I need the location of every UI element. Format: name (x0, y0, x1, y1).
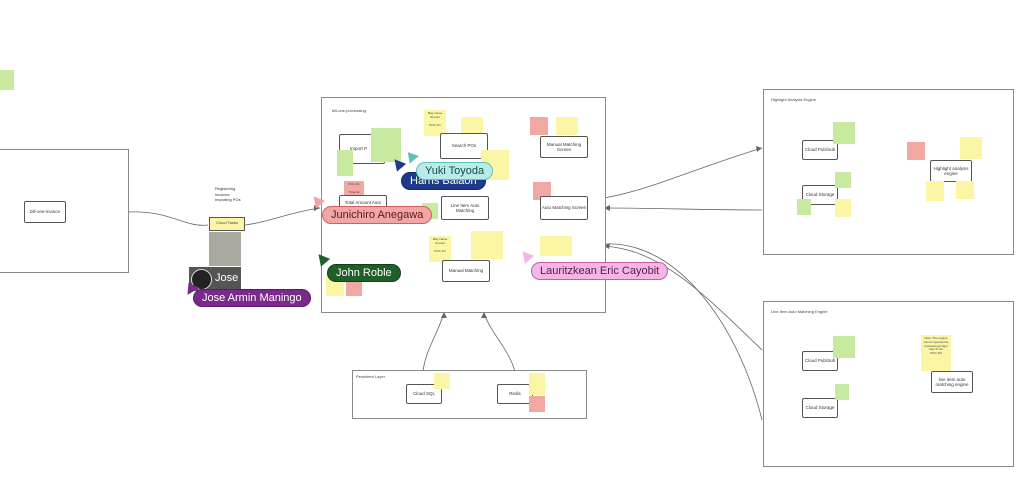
cursor-label-john-roble: John Roble (327, 264, 401, 282)
sticky-note[interactable] (461, 117, 483, 133)
sticky-text: POC 2/1 (434, 248, 446, 253)
sticky-note[interactable] (835, 384, 849, 400)
sticky-text: Note: The engine cannot operate the proc… (923, 336, 949, 352)
sticky-note[interactable] (797, 199, 811, 215)
frame-title: Line Item Auto Matching Engine (771, 309, 828, 314)
frame-title: Persistent Layer (356, 374, 385, 379)
sticky-note[interactable] (471, 231, 503, 259)
sticky-note[interactable] (533, 182, 551, 200)
cloud-sql-box[interactable]: Cloud SQL (406, 384, 442, 404)
manual-matching-screen-box[interactable]: Manual Matching Screen (540, 136, 588, 158)
cloud-pubsub-box[interactable]: Cloud Pub/Sub (802, 351, 838, 371)
frame-title: bill-one-purchasing (332, 108, 366, 113)
sticky-note[interactable] (337, 164, 353, 176)
redis-box[interactable]: Redis (497, 384, 533, 404)
frame-title: Highlight Analysis Engine (771, 97, 816, 102)
sticky-note[interactable] (0, 70, 14, 90)
sticky-note[interactable] (926, 181, 944, 201)
sticky-note[interactable] (529, 373, 545, 395)
sticky-text: POC 2/6 (930, 351, 942, 355)
cursor-label-junichiro-anegawa: Junichiro Anegawa (322, 206, 433, 224)
sticky-text: POC 2/1 (348, 182, 360, 186)
sticky-text: May cause timeout (427, 111, 443, 119)
frame-persistent-layer[interactable] (352, 370, 587, 419)
bill-one-invoice-box[interactable]: bill-one-invoice (24, 201, 66, 223)
manual-matching-box[interactable]: Manual Matching (442, 260, 490, 282)
cursor-label-yuki-toyoda: Yuki Toyoda (416, 162, 494, 180)
sticky-text: May cause timeout (432, 237, 448, 245)
cloud-tasks-box[interactable]: Cloud Tasks (209, 217, 245, 231)
highlight-analysis-engine-box[interactable]: Highlight analysis engine (930, 160, 972, 182)
sticky-note[interactable] (907, 142, 925, 160)
line-item-auto-matching-engine-box[interactable]: line item auto matching engine (931, 371, 973, 393)
registering-label: Registering invoices Importing POs (215, 186, 241, 203)
sticky-text: POC 2/1 (429, 122, 441, 127)
sticky-note[interactable] (346, 280, 362, 296)
cloud-pubsub-box[interactable]: Cloud Pub/Sub (802, 140, 838, 160)
cursor-label-jose-armin-maningo: Jose Armin Maningo (193, 289, 311, 307)
sticky-note[interactable] (556, 117, 578, 135)
sticky-note[interactable] (833, 336, 855, 358)
cursor-label-jose: Jose (215, 272, 239, 284)
sticky-note[interactable] (529, 396, 545, 412)
sticky-note-may-cause-timeout[interactable]: May cause timeout POC 2/1 (429, 236, 451, 262)
cloud-storage-box[interactable]: Cloud Storage (802, 398, 838, 418)
sticky-note[interactable] (530, 117, 548, 135)
sticky-note[interactable] (540, 236, 572, 256)
sticky-note[interactable] (337, 150, 353, 164)
sticky-note[interactable] (833, 122, 855, 144)
sticky-note[interactable] (960, 137, 982, 159)
search-pos-box[interactable]: Search POs (440, 133, 488, 159)
line-item-auto-matching-box[interactable]: Line Item Auto Matching (441, 196, 489, 220)
sticky-note[interactable] (956, 181, 974, 199)
cursor-label-lauritzkean-eric-cayobit: Lauritzkean Eric Cayobit (531, 262, 669, 280)
frame-line-item-auto-matching-engine[interactable] (763, 301, 1014, 467)
avatar-jose: Jose (189, 267, 241, 291)
sticky-note[interactable] (835, 199, 851, 217)
frame-highlight-analysis-engine[interactable] (763, 89, 1014, 255)
auto-matching-screen-box[interactable]: Auto Matching Screen (540, 196, 588, 220)
sticky-note[interactable] (434, 373, 450, 389)
sticky-note[interactable] (209, 232, 241, 266)
sticky-note[interactable] (835, 172, 851, 188)
sticky-note-may-cause-timeout[interactable]: May cause timeout POC 2/1 (424, 110, 446, 136)
sticky-text: Timeout (348, 189, 360, 194)
cloud-storage-box[interactable]: Cloud Storage (802, 185, 838, 205)
sticky-note[interactable] (371, 128, 401, 162)
sticky-note-engine-limit[interactable]: Note: The engine cannot operate the proc… (921, 335, 951, 371)
